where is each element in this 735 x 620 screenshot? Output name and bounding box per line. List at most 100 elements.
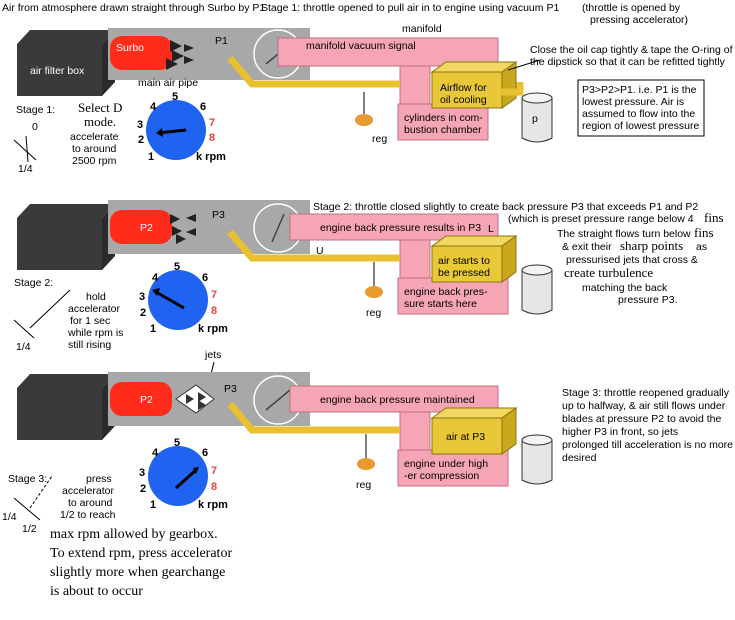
cylinder-label-a: cylinders in com- — [404, 112, 483, 124]
yellow-pipe — [227, 401, 400, 434]
surbo-body — [110, 382, 172, 416]
eng-a: engine under high — [404, 458, 488, 470]
l-label: L — [488, 223, 494, 235]
s3-text-1: Stage 3: throttle reopened gradually — [562, 387, 730, 399]
s2-text-5: matching the back — [582, 282, 668, 294]
accel-c: 2500 rpm — [72, 155, 117, 167]
air-b: be pressed — [438, 267, 490, 279]
pedal-line — [13, 319, 35, 339]
header-note-a: (throttle is opened by — [582, 2, 681, 14]
surbo-body — [110, 210, 172, 244]
stage1-label: Stage 1: — [16, 104, 55, 116]
pedal-quarter: 1/4 — [2, 511, 17, 523]
s2-as: as — [696, 241, 707, 253]
gauge-num-2: 2 — [140, 307, 146, 319]
air-at-p3: air at P3 — [446, 431, 485, 443]
s2-fins: fins — [694, 225, 714, 240]
needle-tip-icon — [193, 467, 199, 474]
gauge-num-6: 6 — [202, 447, 208, 459]
stage2-label: Stage 2: — [14, 277, 53, 289]
hold-c: for 1 sec — [70, 315, 110, 327]
p-canister-top — [521, 92, 553, 104]
gauge-num-4: 4 — [152, 447, 159, 459]
gauge-num-7: 7 — [211, 289, 217, 301]
s2-text-2: & exit their — [562, 241, 612, 253]
air-filter-label: air filter box — [30, 65, 85, 77]
press-a: press — [86, 473, 112, 485]
header-left: Air from atmosphere drawn straight throu… — [2, 2, 265, 14]
flow-arrow-icon — [166, 40, 184, 70]
gauge-num-5: 5 — [172, 91, 178, 103]
cylinder-label-b: bustion chamber — [404, 124, 482, 136]
select-a: Select D — [78, 100, 122, 115]
pressure-a: P3>P2>P1. i.e. P1 is the — [582, 84, 697, 96]
air-a: air starts to — [438, 255, 490, 267]
gauge-num-1: 1 — [150, 499, 156, 511]
hold-e: still rising — [68, 339, 111, 351]
gauge-num-8: 8 — [211, 305, 217, 317]
jets-label: jets — [204, 349, 221, 361]
gauge-num-5: 5 — [174, 437, 180, 449]
needle-tip-icon — [152, 288, 160, 296]
p-canister-top — [521, 264, 553, 276]
stage2-sub: (which is preset pressure range below 4 — [508, 213, 694, 225]
p3-label: P3 — [212, 209, 225, 221]
gauge-num-5: 5 — [174, 261, 180, 273]
p2-label: P2 — [140, 222, 153, 234]
oil-note-a: Close the oil cap tightly & tape the O-r… — [530, 44, 733, 56]
accel-a: accelerate — [70, 131, 119, 143]
s2-text-6: pressure P3. — [618, 294, 678, 306]
u-label: U — [316, 245, 324, 257]
back-label: engine back pressure maintained — [320, 394, 475, 406]
air-filter-box — [17, 388, 102, 440]
gauge-num-3: 3 — [137, 119, 143, 131]
s3-text-6: desired — [562, 452, 597, 464]
tachometer-gauge — [148, 446, 208, 506]
surbo-label: Surbo — [116, 42, 144, 54]
oil-tank-side — [501, 407, 517, 455]
throttle-blade — [265, 389, 291, 411]
press-b: accelerator — [62, 485, 114, 497]
pedal-quarter: 1/4 — [16, 341, 31, 353]
p-canister-top — [521, 434, 553, 446]
stage3-diagram: jets P2 P3 engine back pressure maintain… — [2, 349, 733, 599]
pedal-line — [29, 475, 53, 509]
p-canister — [521, 97, 553, 143]
flow-arrow-icon — [170, 214, 186, 244]
s2-text-1: The straight flows turn below — [557, 228, 691, 240]
oil-note-b: the dipstick so that it can be refitted … — [530, 56, 726, 68]
s3-text-3: blades at pressure P2 to avoid the — [562, 413, 722, 425]
gauge-unit: k rpm — [196, 151, 226, 163]
stage1-diagram: air filter box Surbo P1 manifold manifol… — [13, 23, 733, 175]
s3-text-2: up to halfway, & air still flows under — [562, 400, 726, 412]
gauge-num-6: 6 — [202, 272, 208, 284]
s2-text-4: create turbulence — [564, 265, 653, 280]
reg-icon — [357, 458, 375, 470]
pedal-line — [13, 497, 41, 521]
pressure-d: region of lowest pressure — [582, 120, 699, 132]
yellow-pipe — [227, 229, 400, 262]
s2-sharp-points: sharp points — [620, 238, 683, 253]
eng-a: engine back pres- — [404, 286, 488, 298]
manifold-drop — [399, 239, 431, 281]
jet-diamond-icon — [175, 384, 215, 414]
airflow-label-a: Airflow for — [440, 82, 487, 94]
reg-icon — [365, 286, 383, 298]
gauge-num-8: 8 — [209, 132, 215, 144]
surbo-body — [110, 36, 172, 70]
pressure-b: lowest pressure. Air is — [582, 96, 684, 108]
bottom-note-c: slightly more when gearchange — [50, 565, 225, 580]
eng-b: sure starts here — [404, 298, 477, 310]
stage2-fins: fins — [704, 210, 724, 225]
stage3-label: Stage 3: — [8, 473, 47, 485]
reg-label: reg — [372, 133, 387, 145]
manifold-label: manifold — [402, 23, 442, 35]
throttle-blade — [271, 213, 285, 243]
pedal-line — [25, 135, 29, 163]
yellow-pipe-right — [500, 82, 524, 96]
gauge-num-6: 6 — [200, 101, 206, 113]
s3-text-4: higher P3 in front, so jets — [562, 426, 678, 438]
gauge-num-1: 1 — [148, 151, 154, 163]
p-canister — [521, 269, 553, 315]
